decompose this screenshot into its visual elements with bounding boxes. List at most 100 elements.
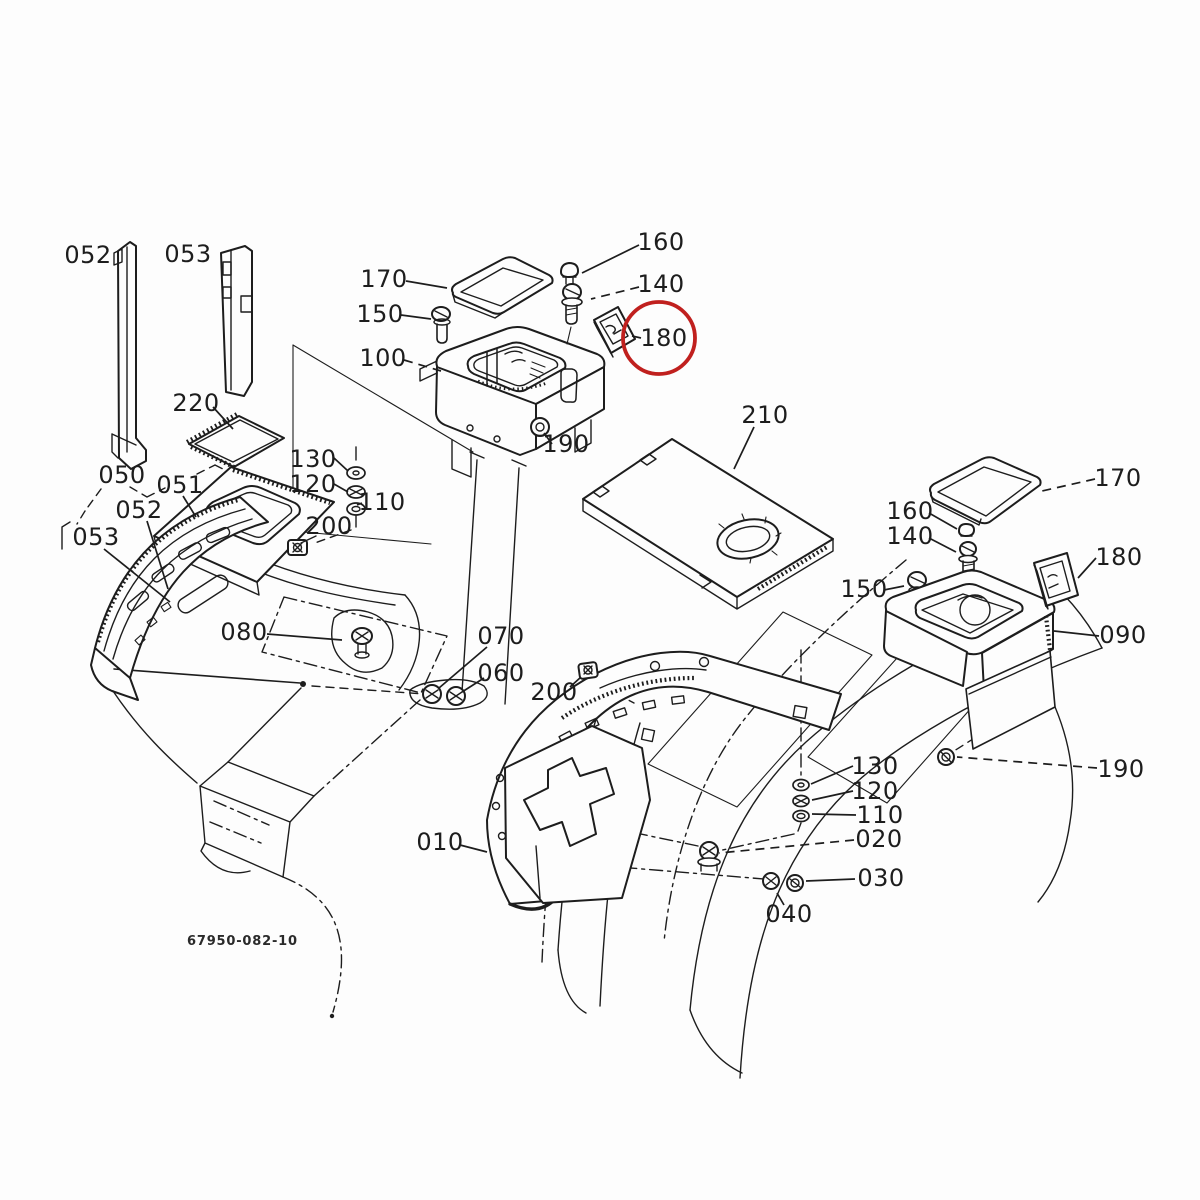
part-label-l110L: 110 [358, 488, 405, 516]
leader-line-l170L [405, 280, 448, 289]
bolt-020 [697, 841, 721, 872]
leader-line-l053b [103, 548, 171, 603]
leader-line-l100 [403, 359, 442, 372]
drawing-number: 67950-082-10 [187, 934, 298, 949]
part-label-l050: 050 [98, 461, 145, 489]
part-pad-170-left [451, 256, 554, 319]
part-label-l150R: 150 [840, 575, 887, 603]
nut-190-right [937, 748, 955, 766]
part-label-l080: 080 [220, 618, 267, 646]
part-console-100 [419, 326, 606, 705]
group-brackets-dashed [61, 464, 234, 550]
leader-line-l130R [810, 765, 854, 785]
leader-line-l140R [928, 537, 957, 553]
screw-140-top [561, 283, 583, 345]
alignment-sheet-a [647, 611, 873, 808]
part-label-l051: 051 [156, 471, 203, 499]
part-label-l190R: 190 [1097, 755, 1144, 783]
part-label-l200B: 200 [530, 678, 577, 706]
leader-line-l120R [811, 790, 854, 801]
part-label-l190C: 190 [542, 430, 589, 458]
nut-190-center [530, 417, 550, 437]
part-label-l130L: 130 [289, 445, 336, 473]
bolts-070-060 [409, 678, 488, 710]
leader-line-l180R [1077, 557, 1097, 579]
part-label-l052a: 052 [64, 241, 111, 269]
part-label-l220: 220 [172, 389, 219, 417]
leader-line-l190R [956, 756, 1098, 769]
part-label-l170R: 170 [1094, 464, 1141, 492]
bolt-160-right [958, 523, 975, 537]
leader-line-l170R [1041, 478, 1096, 492]
part-label-l120L: 120 [289, 470, 336, 498]
part-label-l053a: 053 [164, 240, 211, 268]
nut-200-left [287, 535, 317, 556]
part-label-l160R: 160 [886, 497, 933, 525]
part-shift-console-010 [486, 650, 842, 911]
part-label-l040: 040 [765, 900, 812, 928]
part-label-l160T: 160 [637, 228, 684, 256]
part-label-l200L: 200 [305, 512, 352, 540]
left-fender-outline [112, 556, 448, 1019]
leader-line-l140T [590, 286, 640, 300]
leader-line-l120L [333, 483, 349, 493]
part-label-l170L: 170 [360, 265, 407, 293]
leader-line-l020 [718, 839, 855, 854]
part-label-l090: 090 [1099, 621, 1146, 649]
part-label-l150L: 150 [356, 300, 403, 328]
part-lever-strip-053 [220, 245, 253, 397]
nut-200-bottom [577, 661, 599, 680]
bolts-030-040 [762, 872, 804, 892]
screw-150-left [431, 306, 451, 344]
part-side-panel-050 [90, 496, 269, 701]
leader-line-l030 [805, 878, 856, 882]
leader-line-l110R [811, 813, 857, 816]
part-label-l110R: 110 [856, 801, 903, 829]
leader-line-l180T [631, 335, 642, 339]
part-pad-220 [185, 412, 285, 470]
leader-line-l160R [928, 512, 958, 530]
washers-130-120-110-right [792, 778, 810, 823]
part-label-l030: 030 [857, 864, 904, 892]
leader-line-l040 [776, 892, 785, 906]
leader-line-l220 [212, 406, 234, 430]
part-panel-210 [582, 438, 834, 610]
part-label-l180T: 180 [640, 324, 687, 352]
leader-line-l130L [333, 457, 349, 472]
leader-line-l070 [438, 646, 488, 689]
part-lever-strip-052 [111, 241, 147, 470]
part-label-l100: 100 [359, 344, 406, 372]
part-pad-170-right [929, 456, 1042, 526]
part-plate-180-right [1033, 552, 1079, 610]
leader-line-l090 [1053, 630, 1100, 637]
leader-line-l200B [569, 676, 582, 688]
part-label-l140R: 140 [886, 522, 933, 550]
part-label-l180R: 180 [1095, 543, 1142, 571]
part-label-l010: 010 [416, 828, 463, 856]
highlight-circle [621, 300, 697, 376]
leader-line-l110L [356, 502, 363, 506]
bolt-160-top [560, 262, 579, 285]
leader-line-l010 [459, 844, 488, 853]
part-console-090 [883, 569, 1056, 750]
leader-line-l150R [883, 585, 905, 591]
part-label-l210: 210 [741, 401, 788, 429]
leader-line-l150L [400, 314, 432, 320]
part-label-l052b: 052 [115, 496, 162, 524]
leader-line-l060 [461, 677, 485, 693]
leader-line-l051 [182, 495, 197, 518]
part-label-l120R: 120 [851, 777, 898, 805]
leader-line-l160T [581, 244, 640, 274]
leader-line-l080 [266, 633, 343, 641]
part-plate-180-top [593, 306, 636, 358]
part-label-l130R: 130 [851, 752, 898, 780]
leader-line-l052b [146, 520, 169, 590]
part-label-l053b: 053 [72, 523, 119, 551]
part-label-l020: 020 [855, 825, 902, 853]
part-label-l140T: 140 [637, 270, 684, 298]
leader-line-l210 [733, 426, 755, 470]
reference-line-with-dot [113, 668, 425, 695]
